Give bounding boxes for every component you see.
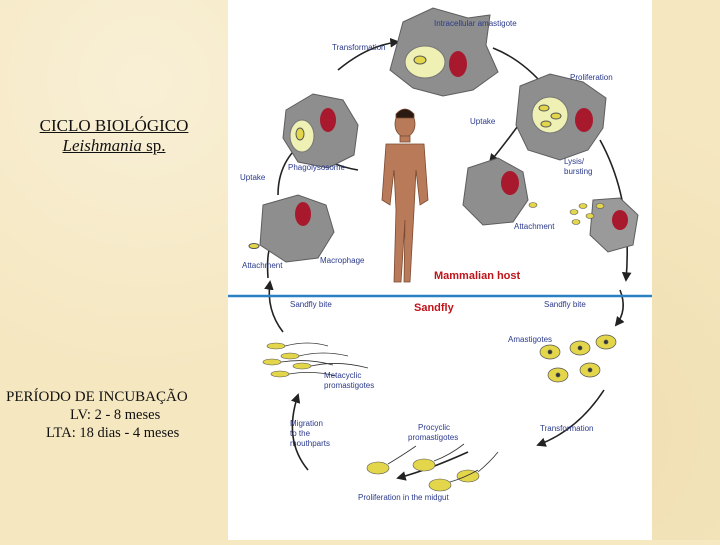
life-cycle-diagram: Intracellular amastigote Transformation … xyxy=(228,0,652,540)
human-figure xyxy=(381,108,429,283)
incubation-block: PERÍODO DE INCUBAÇÃO LV: 2 - 8 meses LTA… xyxy=(6,388,226,442)
label-procyclic-line2: promastigotes xyxy=(408,433,458,442)
arrow-sandfly-bite-left xyxy=(264,280,284,333)
label-metacyclic-line1: Metacyclic xyxy=(324,371,361,380)
label-migration-line2: to the xyxy=(290,429,311,438)
title-species: Leishmania sp. xyxy=(14,136,214,156)
procyclic-promastigotes xyxy=(366,443,499,492)
arrow-sandfly-bite-right xyxy=(614,289,625,327)
sandfly-amastigotes xyxy=(539,334,617,383)
page-title: CICLO BIOLÓGICO Leishmania sp. xyxy=(14,116,214,156)
label-proliferation: Proliferation xyxy=(570,73,613,82)
metacyclic-promastigotes xyxy=(262,342,369,378)
cell-proliferation xyxy=(515,73,607,161)
label-metacyclic-promastigotes: Metacyclic promastigotes xyxy=(324,371,374,390)
label-procyclic-promastigotes: Procyclic promastigotes xyxy=(408,423,458,442)
arrow-migration xyxy=(291,393,309,471)
label-phagolysosome: Phagolysosome xyxy=(288,163,345,172)
incubation-lv: LV: 2 - 8 meses xyxy=(70,407,161,423)
label-migration-line3: mouthparts xyxy=(290,439,330,448)
incubation-lta: LTA: 18 dias - 4 meses xyxy=(46,425,180,441)
label-attachment-left: Attachment xyxy=(242,261,283,270)
label-uptake-left: Uptake xyxy=(240,173,266,182)
arrow-transformation-bottom xyxy=(536,389,605,447)
title-sp: sp. xyxy=(141,136,166,155)
cell-intracellular xyxy=(389,7,499,97)
label-procyclic-line1: Procyclic xyxy=(418,423,450,432)
label-transformation-top: Transformation xyxy=(332,43,386,52)
incubation-heading: PERÍODO DE INCUBAÇÃO xyxy=(6,389,188,405)
label-migration-line1: Migration xyxy=(290,419,323,428)
title-line: CICLO BIOLÓGICO xyxy=(39,116,189,135)
label-intracellular-amastigote: Intracellular amastigote xyxy=(434,19,517,28)
cell-macrophage xyxy=(248,194,335,263)
label-proliferation-midgut: Proliferation in the midgut xyxy=(358,493,449,502)
cell-lysis-bursting xyxy=(462,157,639,253)
cell-phagolysosome xyxy=(282,93,359,169)
label-uptake-right: Uptake xyxy=(470,117,496,126)
label-attachment-right: Attachment xyxy=(514,222,555,231)
label-migration: Migration to the mouthparts xyxy=(290,419,330,448)
diagram-svg: Intracellular amastigote Transformation … xyxy=(228,7,652,502)
label-lysis-line1: Lysis/ xyxy=(564,157,585,166)
label-lysis-bursting: Lysis/ bursting xyxy=(564,157,592,176)
label-lysis-line2: bursting xyxy=(564,167,592,176)
label-transformation-bottom: Transformation xyxy=(540,424,594,433)
title-genus: Leishmania xyxy=(62,136,142,155)
label-amastigotes: Amastigotes xyxy=(508,335,552,344)
label-sandfly: Sandfly xyxy=(414,302,455,314)
label-macrophage: Macrophage xyxy=(320,256,365,265)
label-sandfly-bite-right: Sandfly bite xyxy=(544,300,586,309)
arrow-transformation xyxy=(337,37,400,71)
label-metacyclic-line2: promastigotes xyxy=(324,381,374,390)
label-mammalian-host: Mammalian host xyxy=(434,270,521,282)
label-sandfly-bite-left: Sandfly bite xyxy=(290,300,332,309)
